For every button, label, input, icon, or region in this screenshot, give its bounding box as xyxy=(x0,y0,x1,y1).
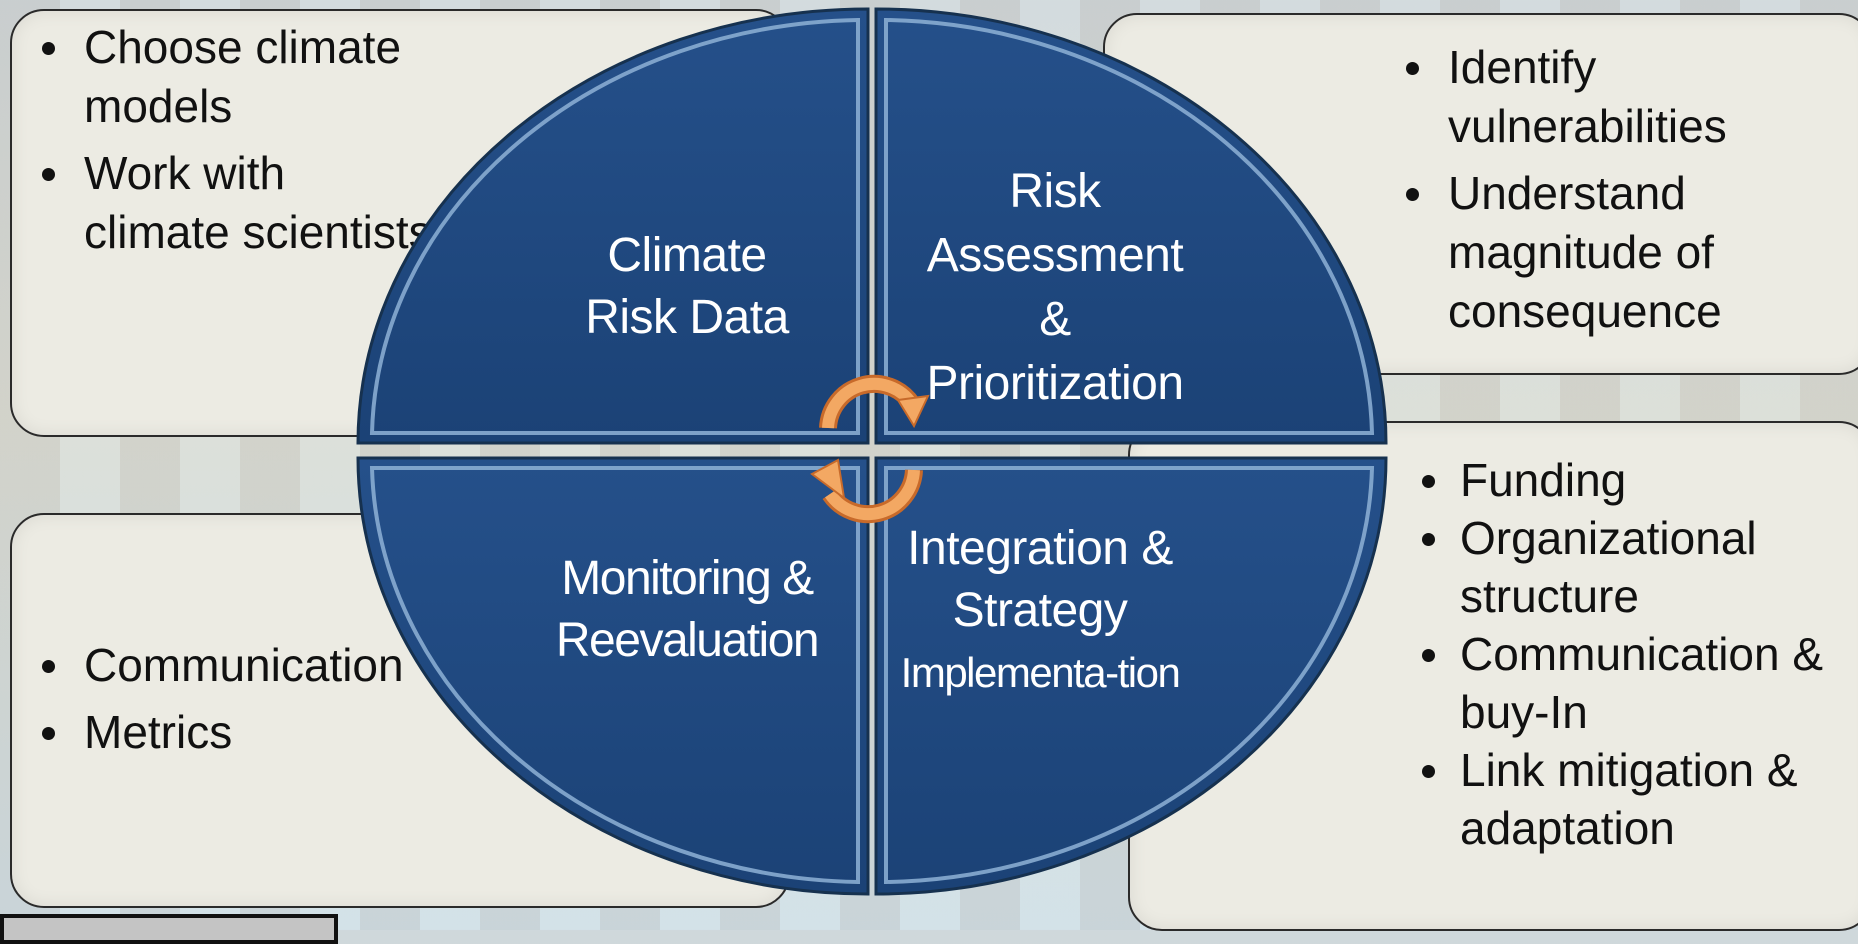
label-line: Implementa-tion xyxy=(900,649,1181,696)
bullet-item: Work with climate scientists xyxy=(36,144,436,262)
callout-list-bottom-left: Communication Metrics xyxy=(36,636,416,770)
bullet-item: Choose climate models xyxy=(36,18,436,136)
bullet-item: Funding xyxy=(1420,451,1858,509)
bullet-item: Organizational structure xyxy=(1420,509,1858,625)
label-line: Assessment xyxy=(926,229,1184,282)
quadrant-label-risk-assessment: Risk Assessment & Prioritization xyxy=(905,160,1205,416)
label-line: Prioritization xyxy=(926,357,1184,410)
quadrant-climate-risk-data xyxy=(356,7,870,445)
quadrant-monitoring-reevaluation xyxy=(356,456,870,896)
quadrant-label-integration-strategy: Integration & Strategy Implementa-tion xyxy=(880,518,1200,704)
callout-list-top-right: Identify vulnerabilities Understand magn… xyxy=(1400,38,1820,349)
callout-list-top-left: Choose climate models Work with climate … xyxy=(36,18,436,270)
label-line: Strategy xyxy=(952,584,1128,637)
label-line: Integration & xyxy=(907,522,1173,575)
cycle-arrows-icon xyxy=(810,374,930,524)
label-line: & xyxy=(1039,293,1071,346)
quadrant-risk-assessment xyxy=(874,7,1388,445)
bullet-item: Understand magnitude of consequence xyxy=(1400,164,1820,341)
bullet-item: Identify vulnerabilities xyxy=(1400,38,1820,156)
label-line: Reevaluation xyxy=(555,614,820,667)
quadrant-integration-strategy xyxy=(874,456,1388,896)
bullet-item: Metrics xyxy=(36,703,416,762)
quadrant-label-climate-risk-data: Climate Risk Data xyxy=(527,225,847,349)
bullet-item: Communication & buy-In xyxy=(1420,625,1858,741)
label-line: Risk xyxy=(1009,165,1101,218)
callout-list-bottom-right: Funding Organizational structure Communi… xyxy=(1420,451,1858,857)
quadrant-label-monitoring-reevaluation: Monitoring & Reevaluation xyxy=(527,548,847,672)
corner-panel xyxy=(0,914,338,944)
label-line: Monitoring & xyxy=(561,552,814,605)
bullet-item: Link mitigation & adaptation xyxy=(1420,741,1858,857)
bullet-item: Communication xyxy=(36,636,416,695)
label-text: Climate Risk Data xyxy=(585,229,789,344)
